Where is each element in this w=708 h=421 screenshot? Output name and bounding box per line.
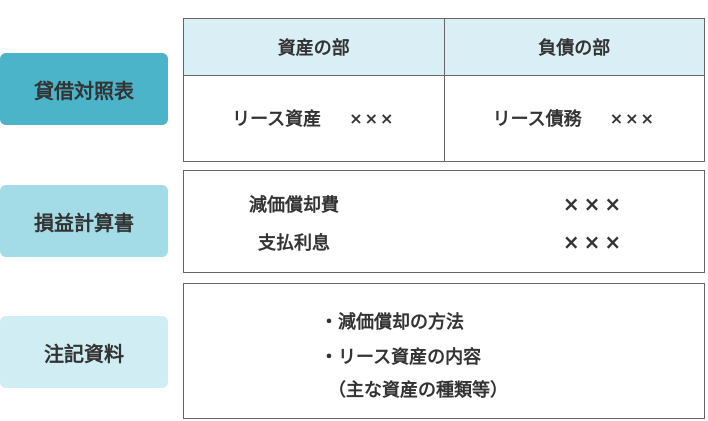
asset-value: ×××: [349, 108, 396, 128]
asset-item: リース資産: [232, 109, 322, 130]
liability-item: リース債務: [492, 109, 582, 130]
income-row-item: 支払利息: [258, 233, 330, 254]
balance-sheet-body: リース資産 ××× リース債務 ×××: [184, 75, 704, 161]
income-statement-label: 損益計算書: [0, 185, 168, 257]
asset-cell: リース資産 ×××: [184, 75, 445, 161]
liabilities-header: 負債の部: [538, 38, 611, 59]
income-row: 減価償却費 ×××: [184, 186, 704, 222]
liability-value: ×××: [609, 108, 656, 128]
note-line: （主な資産の種類等）: [328, 380, 508, 401]
income-row-value: ×××: [562, 192, 626, 216]
assets-header: 資産の部: [184, 19, 445, 75]
liability-cell: リース債務 ×××: [445, 75, 705, 161]
balance-sheet-header: 資産の部 負債の部: [184, 19, 704, 76]
note-line: ・リース資産の内容: [320, 347, 482, 368]
notes-label: 注記資料: [0, 316, 168, 388]
income-row-value: ×××: [562, 230, 626, 254]
balance-sheet-box: 資産の部 負債の部 リース資産 ××× リース債務 ×××: [183, 18, 705, 162]
notes-label-text: 注記資料: [44, 341, 124, 366]
note-line: ・減価償却の方法: [320, 312, 464, 333]
notes-box: ・減価償却の方法 ・リース資産の内容 （主な資産の種類等）: [183, 283, 705, 419]
income-statement-label-text: 損益計算書: [34, 210, 134, 235]
balance-sheet-label: 貸借対照表: [0, 53, 168, 125]
income-statement-box: 減価償却費 ××× 支払利息 ×××: [183, 170, 705, 273]
income-row: 支払利息 ×××: [184, 224, 704, 260]
balance-sheet-label-text: 貸借対照表: [34, 78, 134, 103]
income-row-item: 減価償却費: [249, 195, 339, 216]
